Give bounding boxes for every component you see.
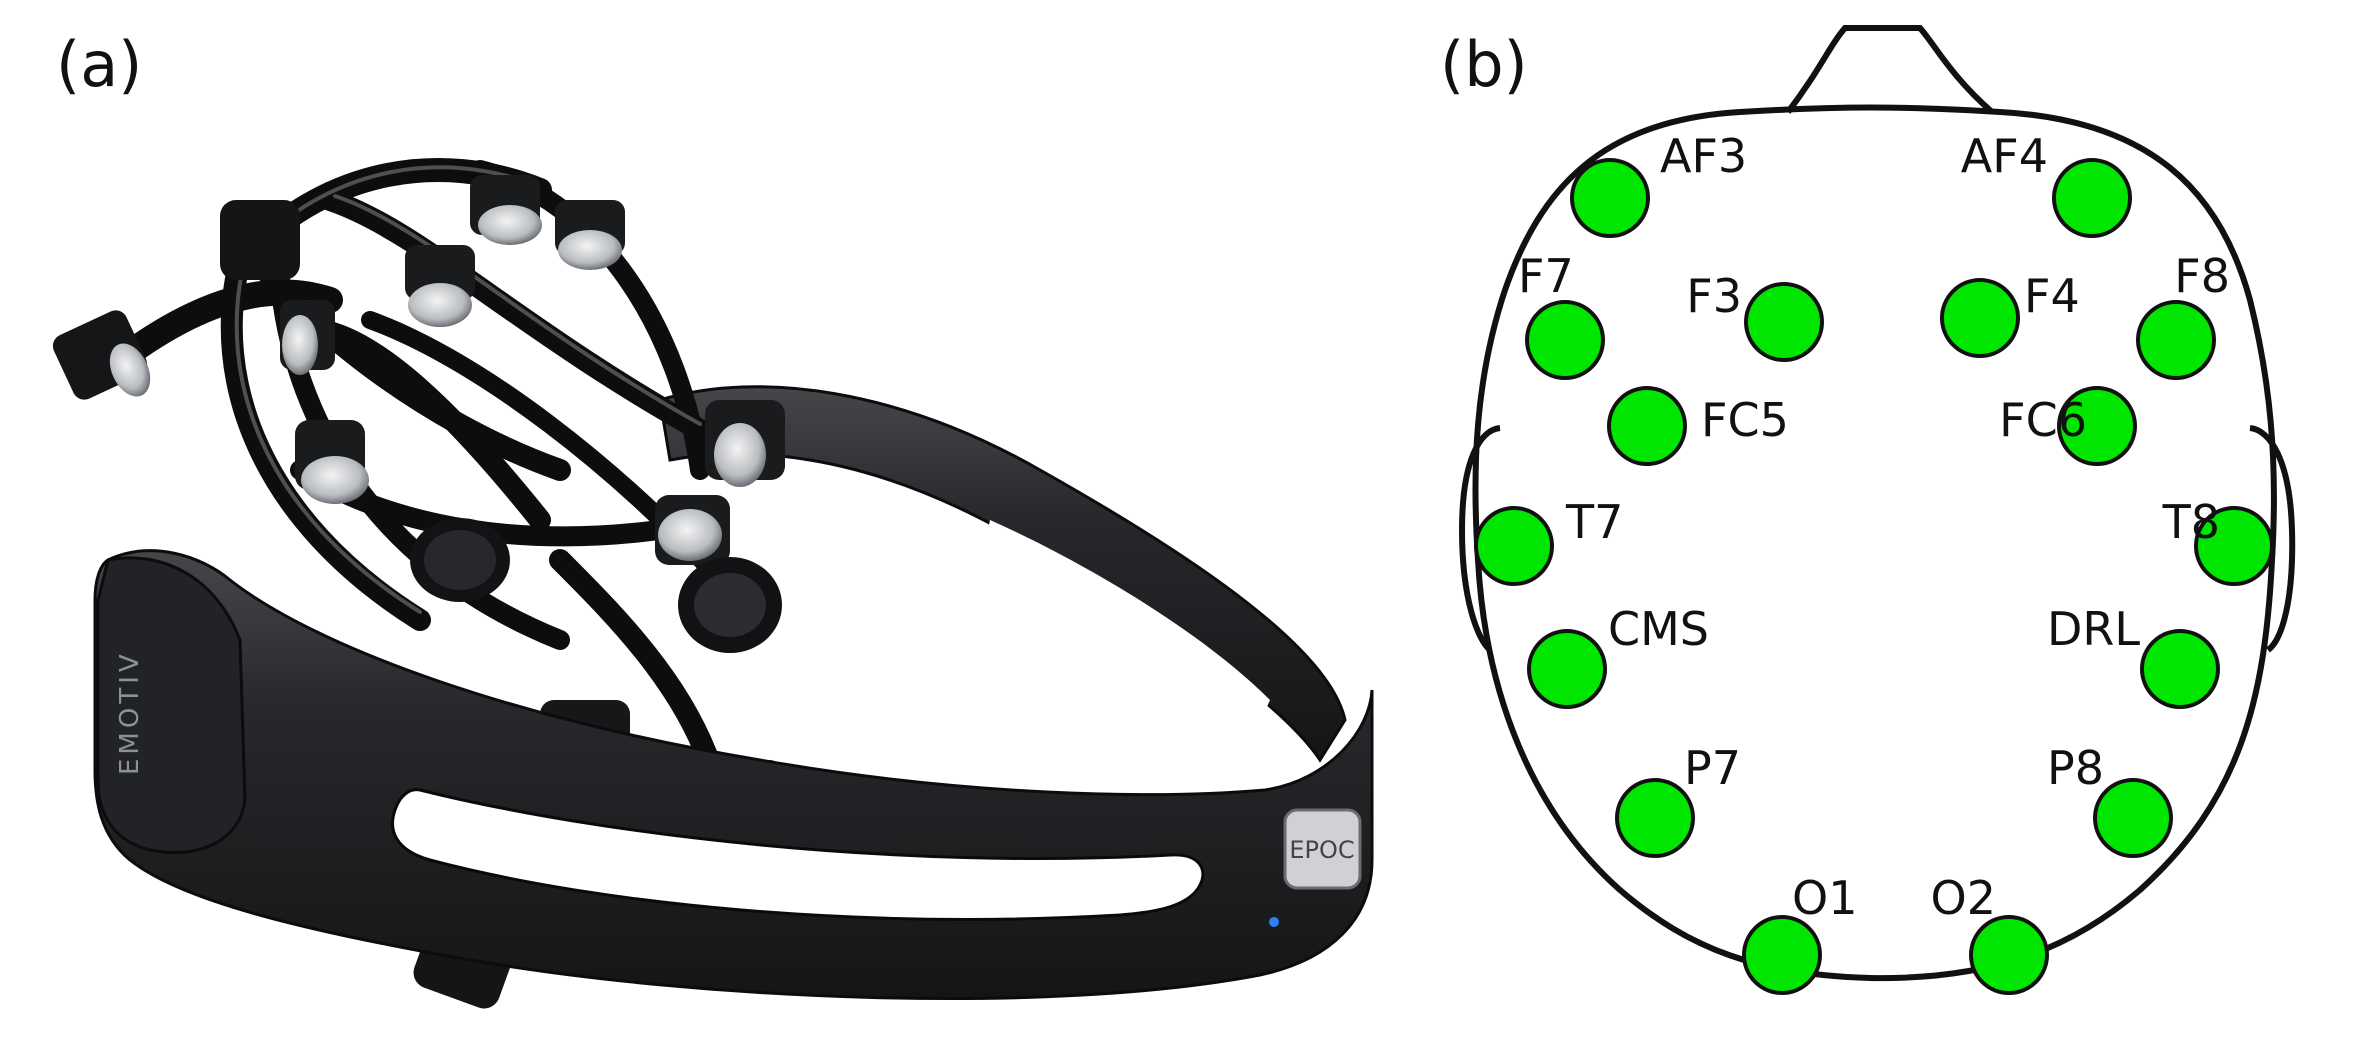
panel-label-b: (b) [1440, 28, 1528, 101]
headband-front-slot [391, 788, 1205, 921]
electrode-pod [52, 310, 151, 400]
electrode-marker [1615, 778, 1695, 858]
electrode-marker [1742, 915, 1822, 995]
electrode-pod [655, 495, 730, 565]
panel-label-a: (a) [56, 28, 143, 101]
electrode-af3: AF3 [1570, 129, 1747, 238]
electrode-label: F4 [2024, 269, 2080, 323]
electrode-label: T8 [2162, 495, 2220, 549]
electrode-label: CMS [1608, 602, 1709, 656]
electrode-pod [410, 518, 510, 602]
electrode-o1: O1 [1742, 871, 1857, 995]
electrode-marker [2140, 629, 2220, 709]
electrode-label: F8 [2174, 249, 2230, 303]
electrode-t7: T7 [1474, 495, 1623, 586]
electrode-label: AF4 [1961, 129, 2048, 183]
electrode-cms: CMS [1527, 602, 1709, 709]
nose-outline [1785, 25, 1994, 115]
electrode-label: F3 [1686, 269, 1742, 323]
electrode-marker [1607, 386, 1687, 466]
electrode-label: AF3 [1660, 129, 1747, 183]
electrode-fc5: FC5 [1607, 386, 1789, 466]
electrode-pod [295, 420, 369, 504]
electrode-pod [555, 200, 625, 270]
electrode-f8: F8 [2136, 249, 2230, 380]
electrode-marker [1525, 300, 1605, 380]
electrode-p7: P7 [1615, 741, 1741, 858]
electrode-af4: AF4 [1961, 129, 2132, 238]
electrode-p8: P8 [2047, 741, 2173, 858]
electrode-fc6: FC6 [1999, 386, 2137, 466]
electrode-pod [280, 300, 335, 375]
electrode-label: T7 [1565, 495, 1623, 549]
epoc-badge-text: EPOC [1289, 836, 1354, 864]
electrode-pod [470, 175, 542, 245]
electrode-label: O2 [1931, 871, 1996, 925]
electrode-label: F7 [1518, 249, 1574, 303]
electrode-f7: F7 [1518, 249, 1605, 380]
electrode-f3: F3 [1686, 269, 1824, 362]
headband-side-module [96, 556, 247, 855]
left-ear-outline [1458, 425, 1501, 653]
electrode-drl: DRL [2047, 602, 2220, 709]
electrode-pod [705, 400, 785, 487]
electrode-t8: T8 [2162, 495, 2274, 586]
epoc-badge [1283, 808, 1362, 890]
electrode-label: FC6 [1999, 393, 2087, 447]
electrode-marker [1527, 629, 1607, 709]
electrode-marker [1570, 158, 1650, 238]
electrode-label: O1 [1792, 871, 1857, 925]
electrode-label: P8 [2047, 741, 2104, 795]
electrode-marker [1940, 278, 2020, 358]
electrode-marker [1474, 506, 1554, 586]
emotiv-brand-text: EMOTIV [115, 650, 145, 775]
electrode-pod [405, 245, 475, 327]
electrode-marker [1744, 282, 1824, 362]
electrode-label: FC5 [1701, 393, 1789, 447]
right-ear-outline [2249, 425, 2296, 653]
electrode-marker [2093, 778, 2173, 858]
electrode-label: P7 [1684, 741, 1741, 795]
electrode-marker [1969, 915, 2049, 995]
electrode-pod [678, 557, 782, 653]
electrode-marker [2052, 158, 2132, 238]
emotiv-headset-illustration: EPOC EMOTIV [52, 158, 1374, 1009]
electrode-pod [220, 200, 300, 280]
status-led [1269, 917, 1279, 927]
electrode-o2: O2 [1931, 871, 2049, 995]
electrode-marker [2057, 386, 2137, 466]
electrode-label: DRL [2047, 602, 2140, 656]
headband-back-slot [985, 520, 1270, 718]
electrode-f4: F4 [1940, 269, 2080, 358]
electrode-marker [2136, 300, 2216, 380]
electrode-marker [2194, 506, 2274, 586]
